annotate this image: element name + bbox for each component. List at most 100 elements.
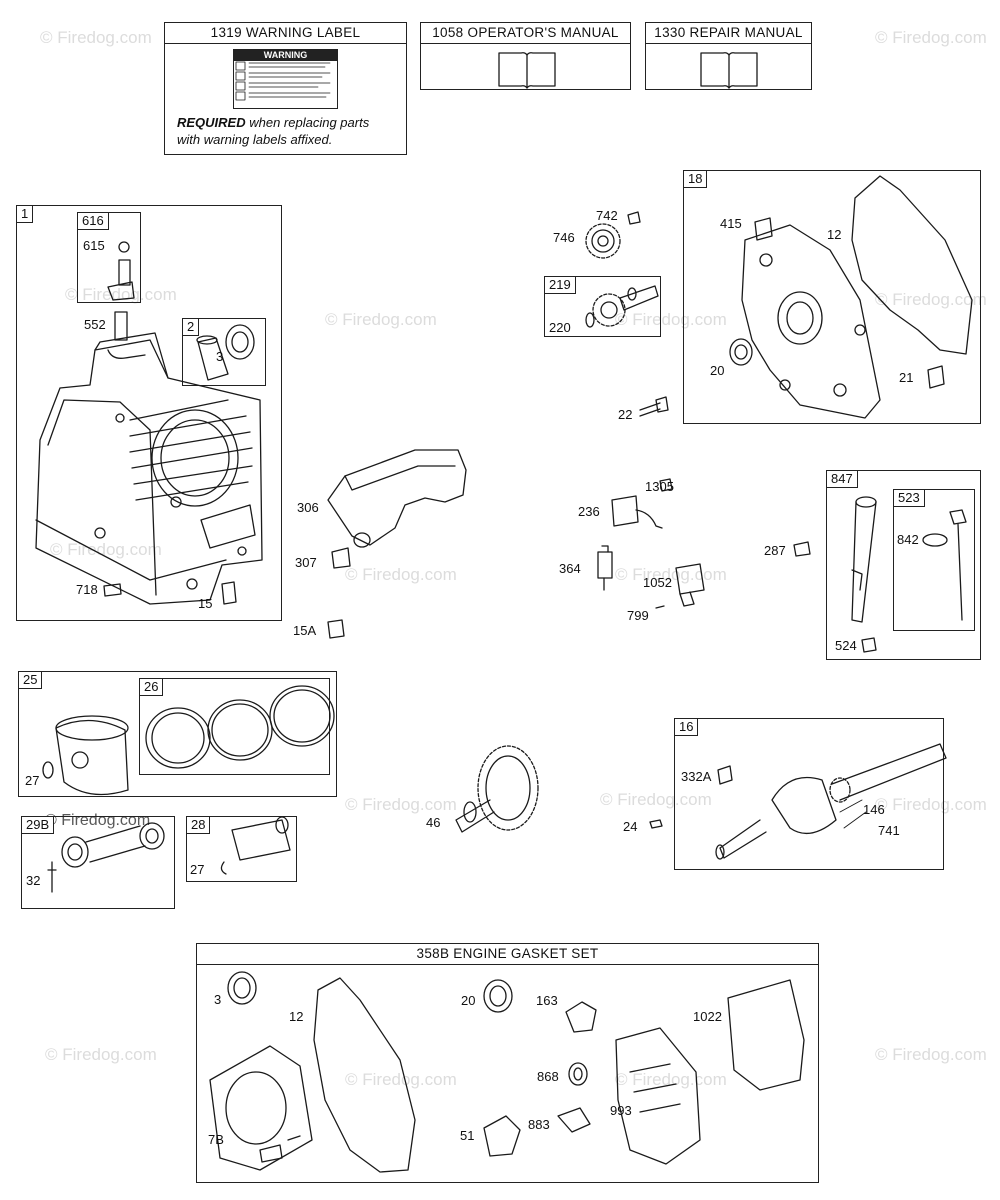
breather-valve-drawing: [107, 241, 135, 341]
callout: 993: [610, 1103, 632, 1118]
kit-tag: 26: [139, 678, 164, 696]
crankshaft-drawing: [649, 743, 947, 860]
repair-manual-title: 1330 REPAIR MANUAL: [646, 23, 811, 44]
watermark: © Firedog.com: [45, 1045, 157, 1064]
callout: 742: [596, 208, 618, 223]
watermark: © Firedog.com: [615, 565, 727, 584]
kit-box-26: 26: [139, 678, 330, 775]
warning-sticker-rows: [235, 61, 331, 101]
callout: 7B: [208, 1132, 224, 1147]
kit-tag: 25: [18, 671, 43, 689]
callout: 415: [720, 216, 742, 231]
gear-drawing: [585, 211, 641, 259]
required-note: REQUIRED when replacing parts with warni…: [177, 114, 369, 148]
kit-box-219: 219: [544, 276, 661, 337]
callout: 27: [190, 862, 205, 877]
callout: 364: [559, 561, 581, 576]
kit-box-25: 25: [18, 671, 337, 797]
camshaft-drawing: [455, 745, 539, 833]
watermark: © Firedog.com: [615, 1070, 727, 1089]
callout: 524: [835, 638, 857, 653]
callout: 146: [863, 802, 885, 817]
dipstick-tube-drawing: [793, 496, 877, 653]
kit-box-1: 1: [16, 205, 282, 621]
governor-gear-drawing: [585, 285, 659, 328]
callout: 718: [76, 582, 98, 597]
repair-manual-box: 1330 REPAIR MANUAL: [645, 22, 812, 90]
gasket-set-box: 358B ENGINE GASKET SET: [196, 943, 819, 1183]
kit-box-616: 616: [77, 212, 141, 303]
callout: 799: [627, 608, 649, 623]
callout: 287: [764, 543, 786, 558]
watermark: © Firedog.com: [325, 310, 437, 329]
callout: 868: [537, 1069, 559, 1084]
kit-tag: 29B: [21, 816, 55, 834]
watermark: © Firedog.com: [600, 790, 712, 809]
operators-manual-box: 1058 OPERATOR'S MANUAL: [420, 22, 631, 90]
crankcase-cover-drawing: [729, 217, 945, 419]
callout: 46: [426, 815, 441, 830]
kit-tag: 2: [182, 318, 200, 336]
kit-box-29b: 29B: [21, 816, 175, 909]
piston-drawing: [42, 715, 129, 796]
watermark: © Firedog.com: [40, 28, 152, 47]
callout: 615: [83, 238, 105, 253]
watermark: © Firedog.com: [615, 310, 727, 329]
callout: 883: [528, 1117, 550, 1132]
callout: 220: [549, 320, 571, 335]
piston-rings-drawing: [145, 685, 335, 769]
crankcase-gasket-drawing: [313, 977, 416, 1173]
oil-seal-drawing: [227, 971, 588, 1086]
operators-manual-title: 1058 OPERATOR'S MANUAL: [421, 23, 630, 44]
kit-tag: 18: [683, 170, 708, 188]
warning-label-box: 1319 WARNING LABEL WARNING REQUIRED when…: [164, 22, 407, 155]
kit-tag: 1: [16, 205, 34, 223]
callout: 741: [878, 823, 900, 838]
watermark: © Firedog.com: [345, 565, 457, 584]
piston-pin-drawing: [220, 816, 291, 875]
callout: 15A: [293, 623, 317, 638]
callout: 163: [536, 993, 558, 1008]
kit-tag: 523: [893, 489, 925, 507]
gasket-set-title: 358B ENGINE GASKET SET: [197, 944, 818, 965]
callout: 3: [216, 349, 224, 364]
required-bold: REQUIRED: [177, 115, 246, 130]
watermark: © Firedog.com: [50, 540, 162, 559]
callout: 32: [26, 873, 41, 888]
fuel-solenoid-drawing: [597, 545, 705, 609]
warning-sticker-heading: WARNING: [234, 50, 337, 61]
callout: 1305: [645, 479, 674, 494]
shroud-drawing: [327, 449, 467, 639]
kit-box-2: 2: [182, 318, 266, 386]
watermark: © Firedog.com: [345, 795, 457, 814]
callout: 1022: [693, 1009, 722, 1024]
callout: 307: [295, 555, 317, 570]
callout: 15: [198, 596, 213, 611]
kit-box-847: 847: [826, 470, 981, 660]
callout: 12: [827, 227, 842, 242]
callout: 746: [553, 230, 575, 245]
watermark: © Firedog.com: [65, 285, 177, 304]
callout: 332A: [681, 769, 712, 784]
leader-lines: [839, 799, 867, 829]
dipstick-drawing: [922, 509, 967, 621]
kit-tag: 219: [544, 276, 576, 294]
watermark: © Firedog.com: [875, 290, 987, 309]
kit-box-523: 523: [893, 489, 975, 631]
callout: 552: [84, 317, 106, 332]
cylinder-sleeve-drawing: [196, 324, 255, 381]
callout: 27: [25, 773, 40, 788]
kit-box-28: 28: [186, 816, 297, 882]
required-text-line2: with warning labels affixed.: [177, 132, 333, 147]
bolt-drawing: [639, 396, 669, 417]
watermark: © Firedog.com: [875, 1045, 987, 1064]
callout: 22: [618, 407, 633, 422]
book-icon: [498, 52, 556, 89]
book-icon: [700, 52, 758, 89]
callout: 1052: [643, 575, 672, 590]
callout: 20: [710, 363, 725, 378]
kit-box-18: 18: [683, 170, 981, 424]
callout: 51: [460, 1128, 475, 1143]
